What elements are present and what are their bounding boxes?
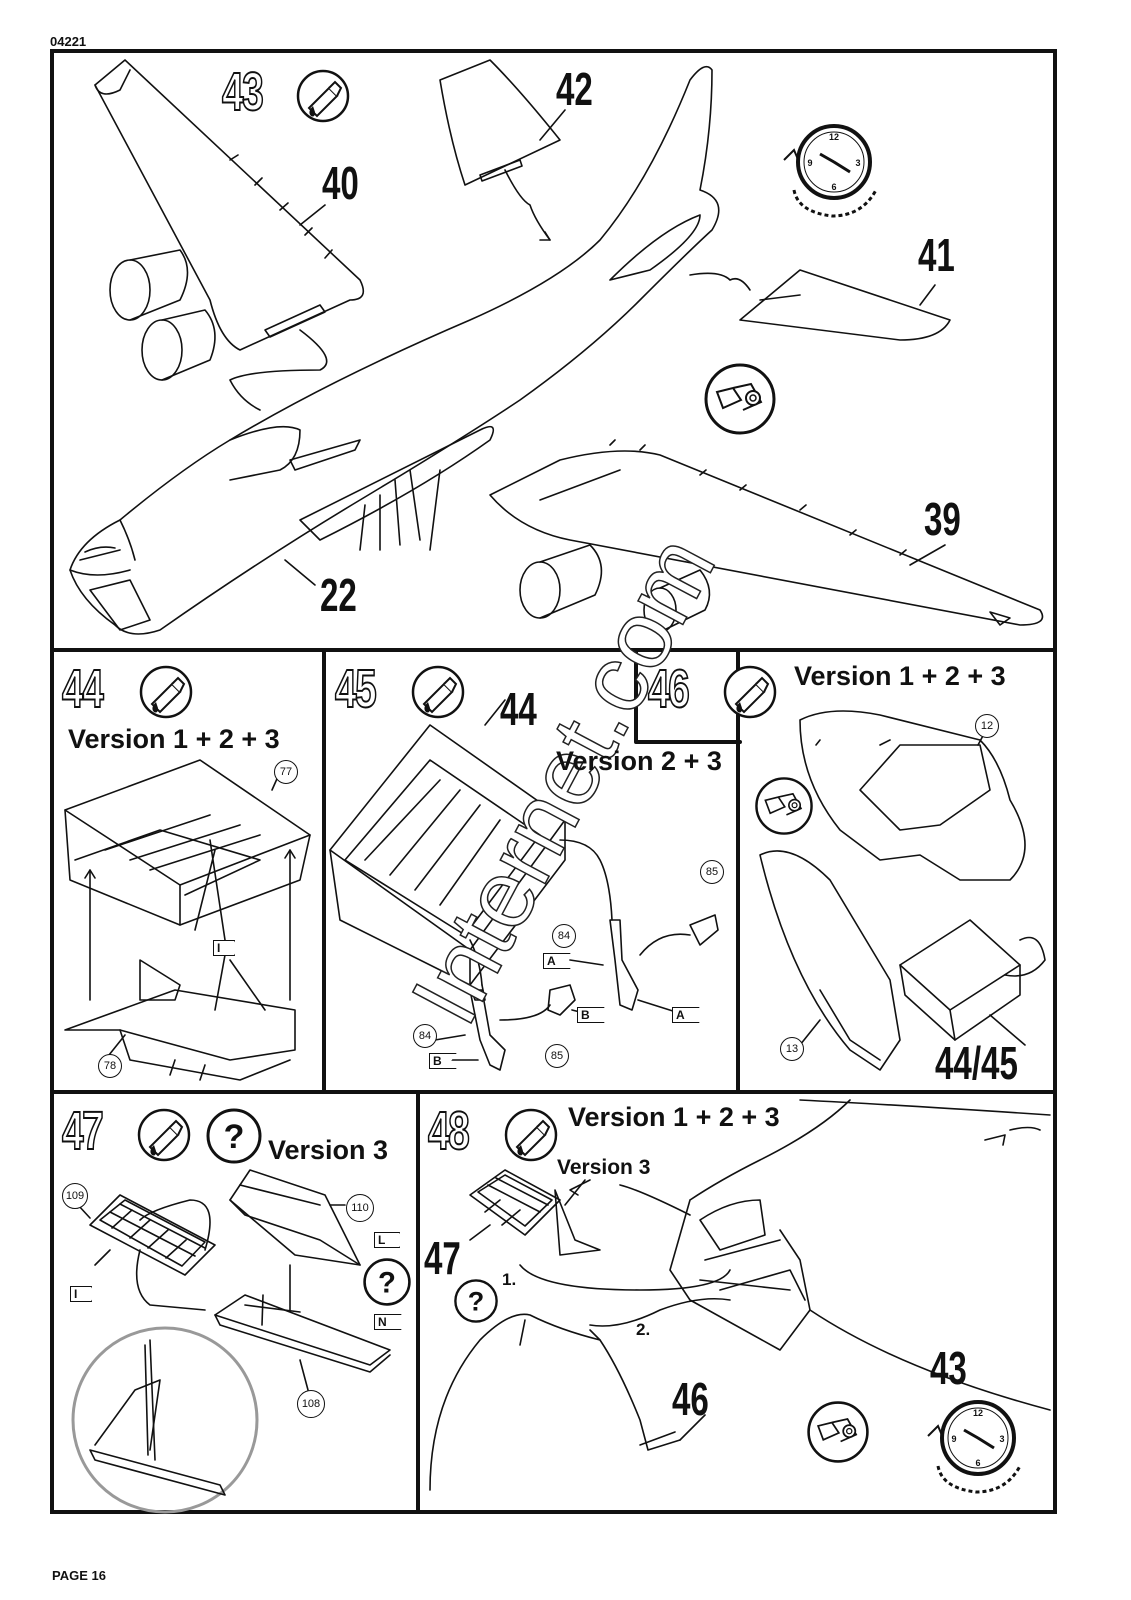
sequence-step-2: 2. xyxy=(636,1320,651,1339)
step48-nose-46 xyxy=(429,1313,706,1491)
aircraft-right-wing xyxy=(489,439,1044,633)
part-number-40: 40 xyxy=(322,157,359,209)
version-label: Version 3 xyxy=(268,1135,389,1165)
step-number-44: 44 xyxy=(61,659,104,719)
step47-detail-circle xyxy=(71,1326,259,1514)
svg-text:6: 6 xyxy=(975,1458,980,1468)
aircraft-left-wing xyxy=(94,59,365,351)
svg-text:?: ? xyxy=(224,1118,245,1156)
version-label: Version 1 + 2 + 3 xyxy=(794,661,1006,691)
svg-text:3: 3 xyxy=(855,158,860,168)
alignment-tag-A: A xyxy=(543,953,571,969)
part-number-46: 46 xyxy=(672,1373,709,1425)
tape-icon xyxy=(755,777,813,835)
question-icon: ? xyxy=(454,1279,498,1323)
glue-icon xyxy=(504,1108,558,1162)
svg-text:9: 9 xyxy=(951,1434,956,1444)
tail-fin-42 xyxy=(439,59,566,241)
part-callout-13: 13 xyxy=(780,1037,804,1061)
part-callout-84: 84 xyxy=(552,924,576,948)
version-label: Version 1 + 2 + 3 xyxy=(568,1102,780,1132)
part-callout-77: 77 xyxy=(274,760,298,784)
part-callout-109: 109 xyxy=(62,1183,88,1209)
version-label: Version 2 + 3 xyxy=(556,746,722,776)
step47-panel-110 xyxy=(229,1169,361,1266)
step48-grille-47 xyxy=(469,1169,601,1256)
part-callout-12: 12 xyxy=(975,714,999,738)
aircraft-engines-left xyxy=(109,249,216,381)
step-number-46: 46 xyxy=(647,659,690,719)
svg-text:?: ? xyxy=(378,1266,396,1299)
part-callout-78: 78 xyxy=(98,1054,122,1078)
step46-box-44-45 xyxy=(899,919,1046,1046)
version-label: Version 1 + 2 + 3 xyxy=(68,724,280,754)
page-number: PAGE 16 xyxy=(52,1568,106,1583)
part-number-44: 44 xyxy=(500,683,537,735)
svg-text:?: ? xyxy=(468,1287,484,1317)
glue-icon xyxy=(296,69,350,123)
part-callout-108: 108 xyxy=(297,1390,325,1418)
svg-text:9: 9 xyxy=(807,158,812,168)
part-number-44-45: 44/45 xyxy=(935,1037,1018,1089)
step-number-47: 47 xyxy=(61,1101,104,1161)
panel-step-48 xyxy=(416,1090,1057,1514)
part-callout-84: 84 xyxy=(413,1024,437,1048)
step48-fuselage-43 xyxy=(669,1099,1051,1411)
part-callout-85: 85 xyxy=(700,860,724,884)
aircraft-fuselage xyxy=(69,65,720,635)
tape-icon xyxy=(704,363,776,435)
step48-sequence-leaders xyxy=(519,1179,731,1327)
sub-version-label: Version 3 xyxy=(557,1156,651,1179)
glue-icon xyxy=(137,1108,191,1162)
drying-clock-icon: 12 3 6 9 xyxy=(927,1400,1022,1494)
glue-icon xyxy=(723,665,777,719)
step-number-45: 45 xyxy=(334,659,377,719)
drying-clock-icon: 12 3 6 9 xyxy=(783,124,878,218)
glue-icon xyxy=(139,665,193,719)
step44-bay-77 xyxy=(64,759,311,926)
part-number-47: 47 xyxy=(424,1232,461,1284)
step-number-43: 43 xyxy=(221,62,264,122)
part-number-43: 43 xyxy=(930,1342,967,1394)
step47-grille-109 xyxy=(77,1194,216,1276)
document-code: 04221 xyxy=(50,34,87,49)
svg-text:12: 12 xyxy=(829,132,839,142)
alignment-tag-I: I xyxy=(213,940,236,956)
tape-icon xyxy=(807,1401,869,1463)
part-callout-110: 110 xyxy=(346,1194,374,1222)
alignment-tag-B: B xyxy=(577,1007,605,1023)
svg-text:6: 6 xyxy=(831,182,836,192)
alignment-tag-N: N xyxy=(374,1314,402,1330)
leader-22 xyxy=(284,544,946,586)
step46-nose-half-13 xyxy=(759,850,901,1071)
part-number-42: 42 xyxy=(556,63,593,115)
part-number-39: 39 xyxy=(924,493,961,545)
glue-icon xyxy=(411,665,465,719)
part-callout-85: 85 xyxy=(545,1044,569,1068)
question-icon: ? xyxy=(206,1108,262,1164)
step44-floor-78 xyxy=(64,839,296,1081)
step47-base-108 xyxy=(135,1199,391,1391)
step45-bay-44 xyxy=(329,699,566,986)
svg-text:3: 3 xyxy=(999,1434,1004,1444)
part-number-41: 41 xyxy=(918,229,955,281)
part-number-22: 22 xyxy=(320,569,357,621)
step-number-48: 48 xyxy=(427,1101,470,1161)
leader-40 xyxy=(229,204,328,411)
sequence-step-1: 1. xyxy=(502,1270,517,1289)
svg-text:12: 12 xyxy=(973,1408,983,1418)
step46-nose-half-12 xyxy=(799,710,1026,881)
stabilizer-41 xyxy=(689,269,951,341)
question-icon: ? xyxy=(363,1258,411,1306)
